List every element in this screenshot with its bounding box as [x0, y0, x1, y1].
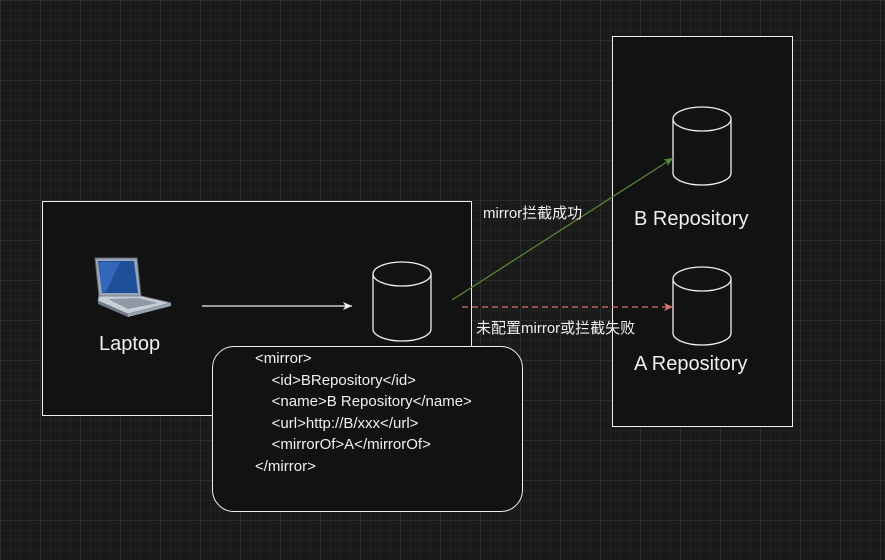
mirror-config-snippet-box [212, 346, 523, 512]
config-line: <mirror> [255, 350, 312, 367]
b-repository-label: B Repository [634, 208, 749, 230]
b-repository-cylinder [672, 106, 732, 186]
mirror-success-edge [451, 157, 674, 301]
config-line: </mirror> [255, 457, 316, 475]
mirror-fail-label: 未配置mirror或拦截失败 [476, 320, 636, 337]
laptop-label: Laptop [99, 333, 161, 355]
config-line: <url>http://B/xxx</url> [255, 414, 419, 432]
config-line: <mirrorOf>A</mirrorOf> [255, 436, 431, 453]
repository-server-box [612, 36, 793, 427]
local-repository-cylinder [372, 261, 432, 342]
a-repository-cylinder [672, 266, 732, 346]
a-repository-label: A Repository [634, 353, 748, 375]
mirror-success-label: mirror拦截成功 [483, 205, 583, 222]
config-line: <id>BRepository</id> [255, 371, 416, 389]
laptop-icon [94, 257, 172, 317]
mirror-config-code: <mirror> <id>BRepository</id> <name>B Re… [255, 348, 472, 477]
config-line: <name>B Repository</name> [255, 393, 472, 410]
